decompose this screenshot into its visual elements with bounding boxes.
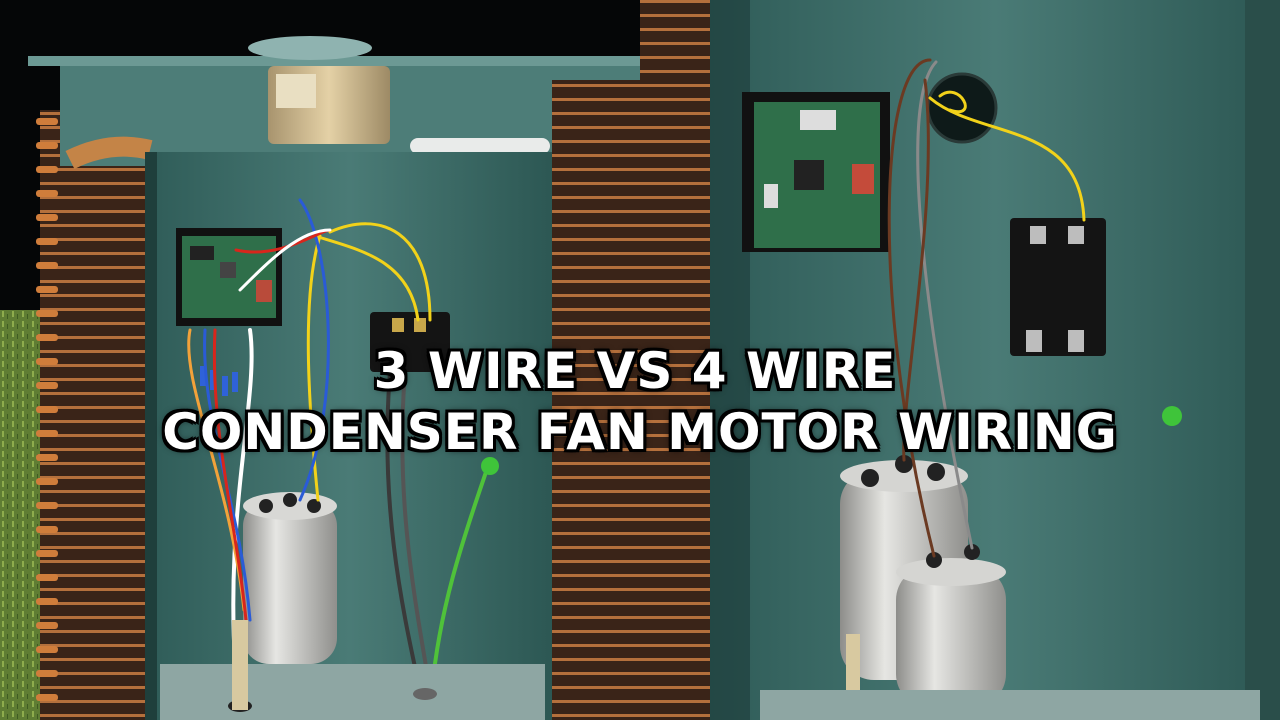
panel-edge-right xyxy=(1245,0,1280,720)
panel-edge-left xyxy=(145,152,157,720)
right-condenser-unit xyxy=(640,0,1280,720)
copper-suction-tube xyxy=(65,136,153,170)
fan-capacitor-right xyxy=(896,544,1006,708)
refrigerant-line xyxy=(410,138,550,154)
ground-grommet-left xyxy=(413,688,437,700)
motor-label xyxy=(276,74,316,108)
wiring-right xyxy=(887,58,1086,558)
defrost-control-board-left xyxy=(176,228,282,326)
base-floor-right xyxy=(760,690,1260,720)
condenser-coil-right xyxy=(552,80,642,720)
defrost-control-board-right xyxy=(742,92,890,252)
ground-screw-left xyxy=(481,457,499,475)
conduit-left xyxy=(232,620,248,710)
condenser-coil-left xyxy=(40,110,150,720)
copper-tube-stubs-left xyxy=(36,118,58,701)
contactor-right xyxy=(1010,218,1106,356)
coil-right-unit xyxy=(640,0,710,720)
left-condenser-unit xyxy=(28,36,642,720)
top-lid xyxy=(28,56,640,66)
run-capacitor-left xyxy=(243,492,337,664)
wire-nuts xyxy=(200,366,238,396)
ground-screw-right xyxy=(1162,406,1182,426)
motor-connector xyxy=(926,72,998,144)
fan-hub xyxy=(248,36,372,60)
contactor-left xyxy=(370,312,450,372)
base-floor-left xyxy=(160,664,545,720)
